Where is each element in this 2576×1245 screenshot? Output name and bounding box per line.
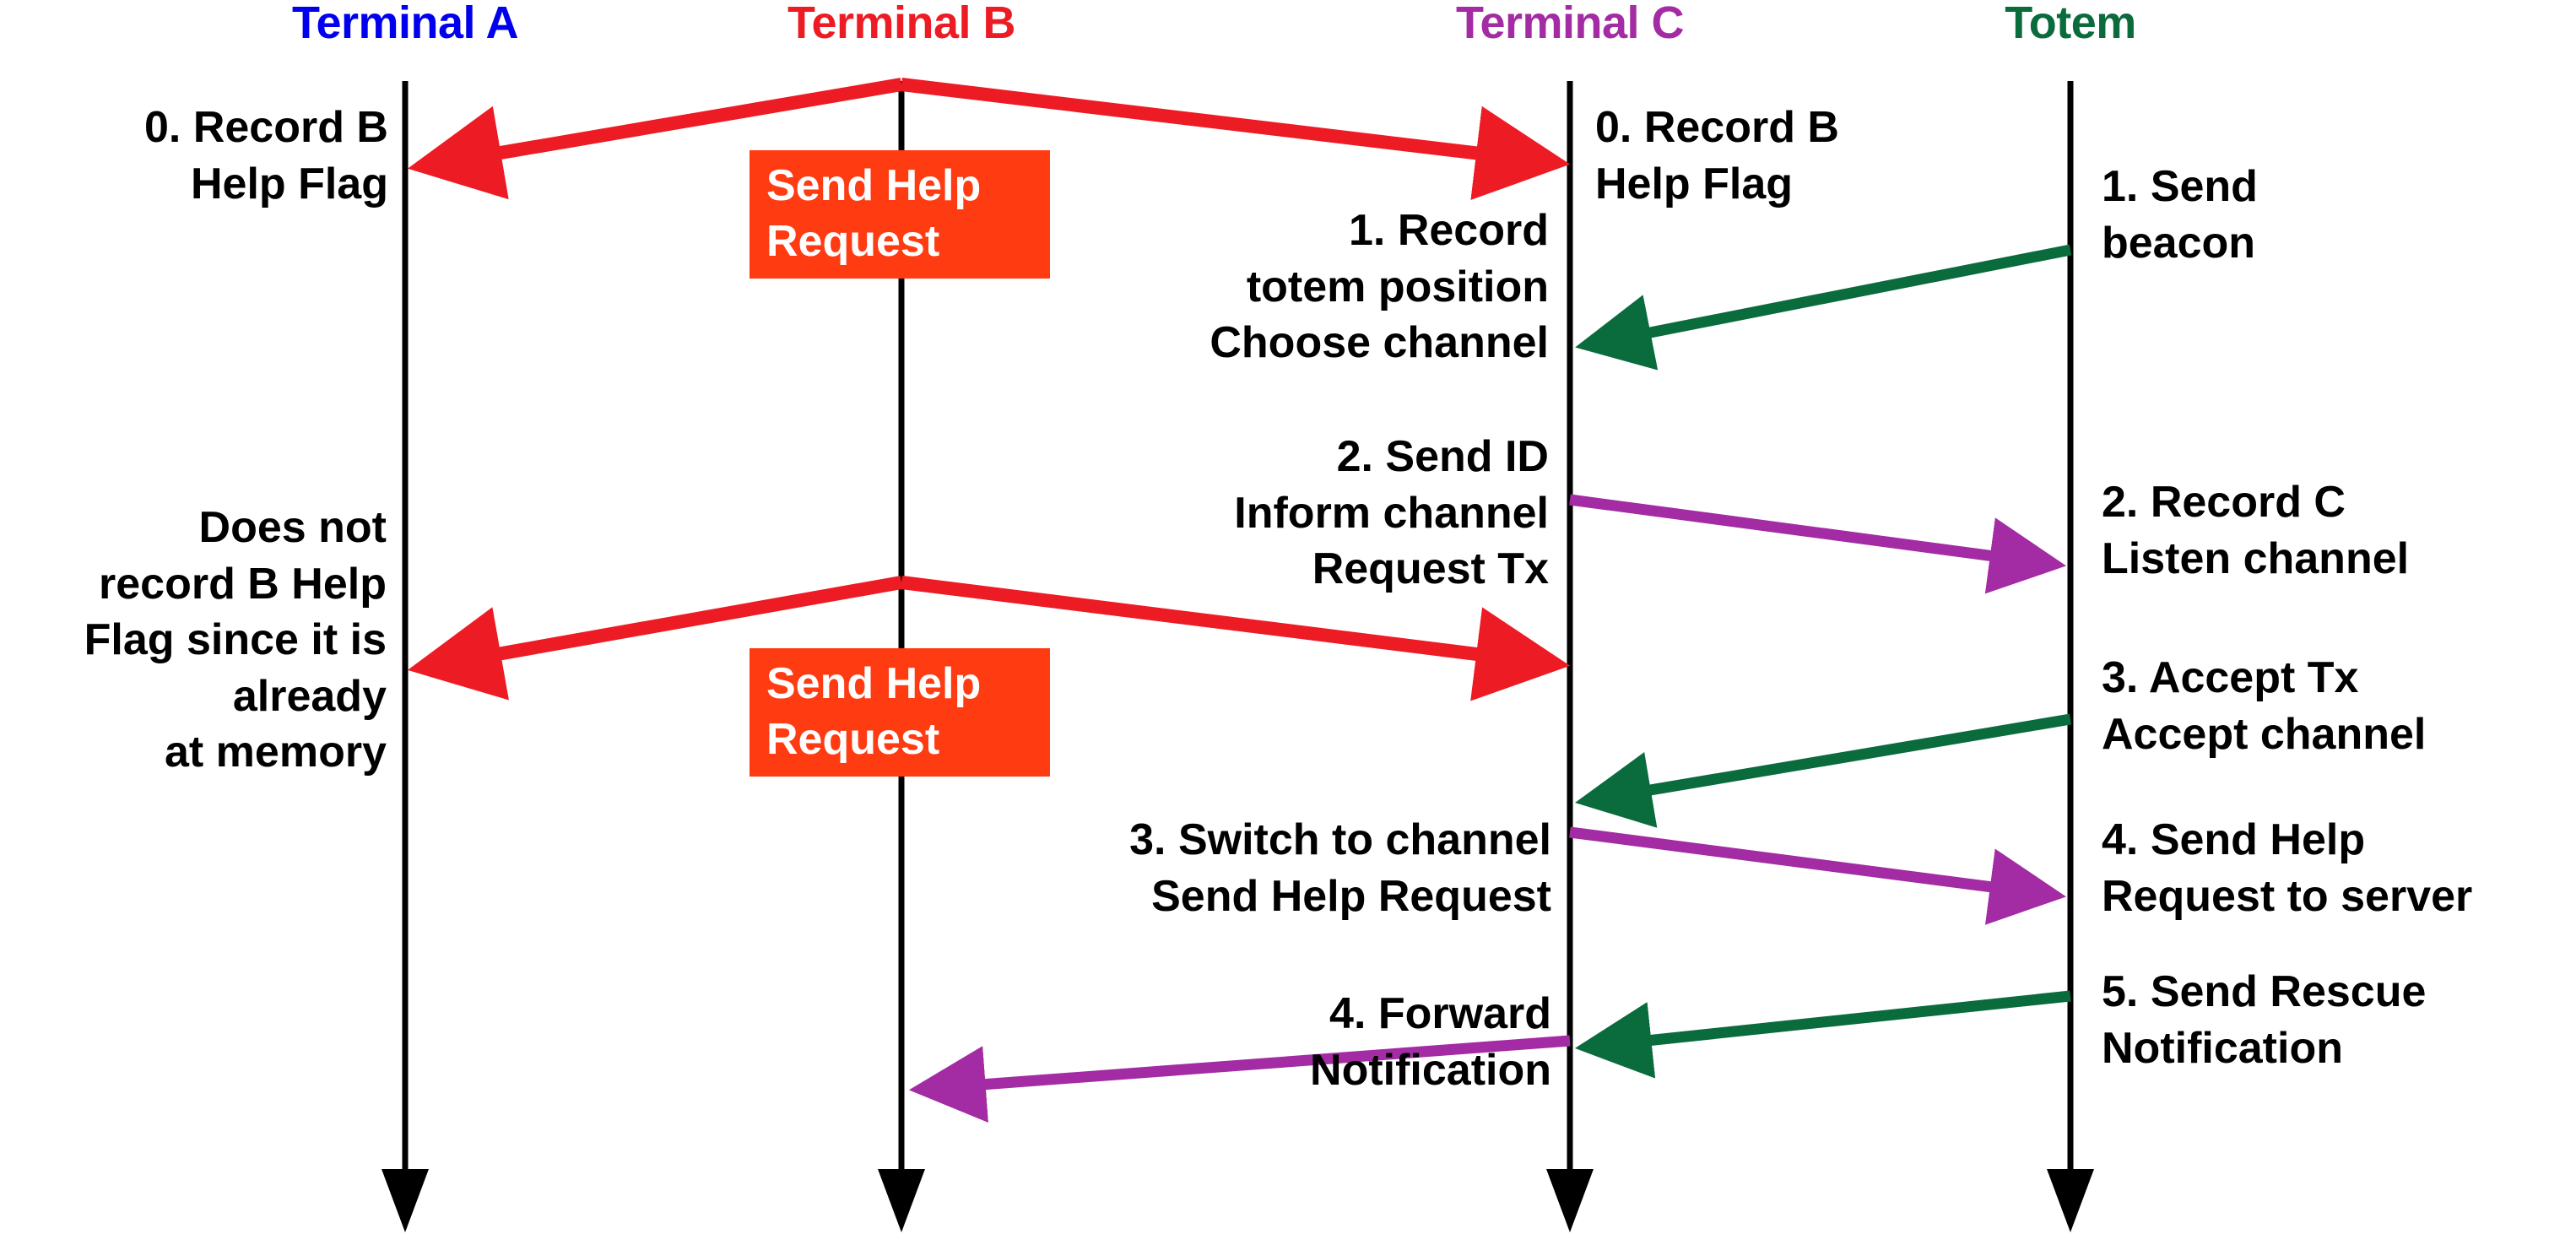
lifeline-terminal-c: [1546, 81, 1594, 1232]
message-box-send-help-request-2: Send Help Request: [750, 648, 1050, 777]
note-record-c: 2. Record C Listen channel: [2102, 478, 2410, 583]
note-send-rescue-notification: 5. Send Rescue Notification: [2102, 967, 2427, 1073]
arrow-b-to-c-help-2: [901, 576, 1571, 701]
arrow-b-to-a-help-1: [407, 78, 903, 200]
note-does-not-record: Does not record B Help Flag since it is …: [84, 503, 387, 777]
note-send-id: 2. Send ID Inform channel Request Tx: [1234, 432, 1549, 594]
lifeline-terminal-a: [382, 81, 429, 1232]
note-send-help-request-to-server: 4. Send Help Request to server: [2102, 815, 2473, 921]
note-record-totem-position: 1. Record totem position Choose channel: [1210, 206, 1549, 368]
arrow-b-to-a-help-2: [407, 576, 903, 701]
note-record-b-help-flag-c: 0. Record B Help Flag: [1595, 103, 1839, 208]
arrow-c-to-totem-send-id: [1569, 494, 2067, 594]
arrow-b-to-c-help-1: [901, 78, 1571, 200]
arrow-totem-to-c-rescue: [1574, 990, 2071, 1079]
note-accept-tx: 3. Accept Tx Accept channel: [2102, 653, 2427, 759]
message-box-send-help-request-1: Send Help Request: [750, 150, 1050, 279]
note-send-beacon: 1. Send beacon: [2102, 162, 2258, 268]
note-forward-notification: 4. Forward Notification: [1310, 989, 1551, 1095]
lane-title-terminal-a: Terminal A: [291, 0, 519, 48]
lane-title-terminal-c: Terminal C: [1455, 0, 1685, 48]
arrow-totem-to-c-beacon: [1575, 244, 2072, 371]
arrow-c-to-b-forward: [908, 1035, 1571, 1123]
note-switch-to-channel: 3. Switch to channel Send Help Request: [1129, 815, 1551, 921]
note-record-b-help-flag-a: 0. Record B Help Flag: [144, 103, 388, 208]
lane-title-terminal-b: Terminal B: [787, 0, 1016, 48]
lifeline-totem: [2047, 81, 2094, 1232]
arrow-totem-to-c-accept: [1575, 713, 2072, 828]
lane-title-totem: Totem: [2005, 0, 2136, 48]
arrow-c-to-totem-help-request: [1569, 826, 2067, 925]
